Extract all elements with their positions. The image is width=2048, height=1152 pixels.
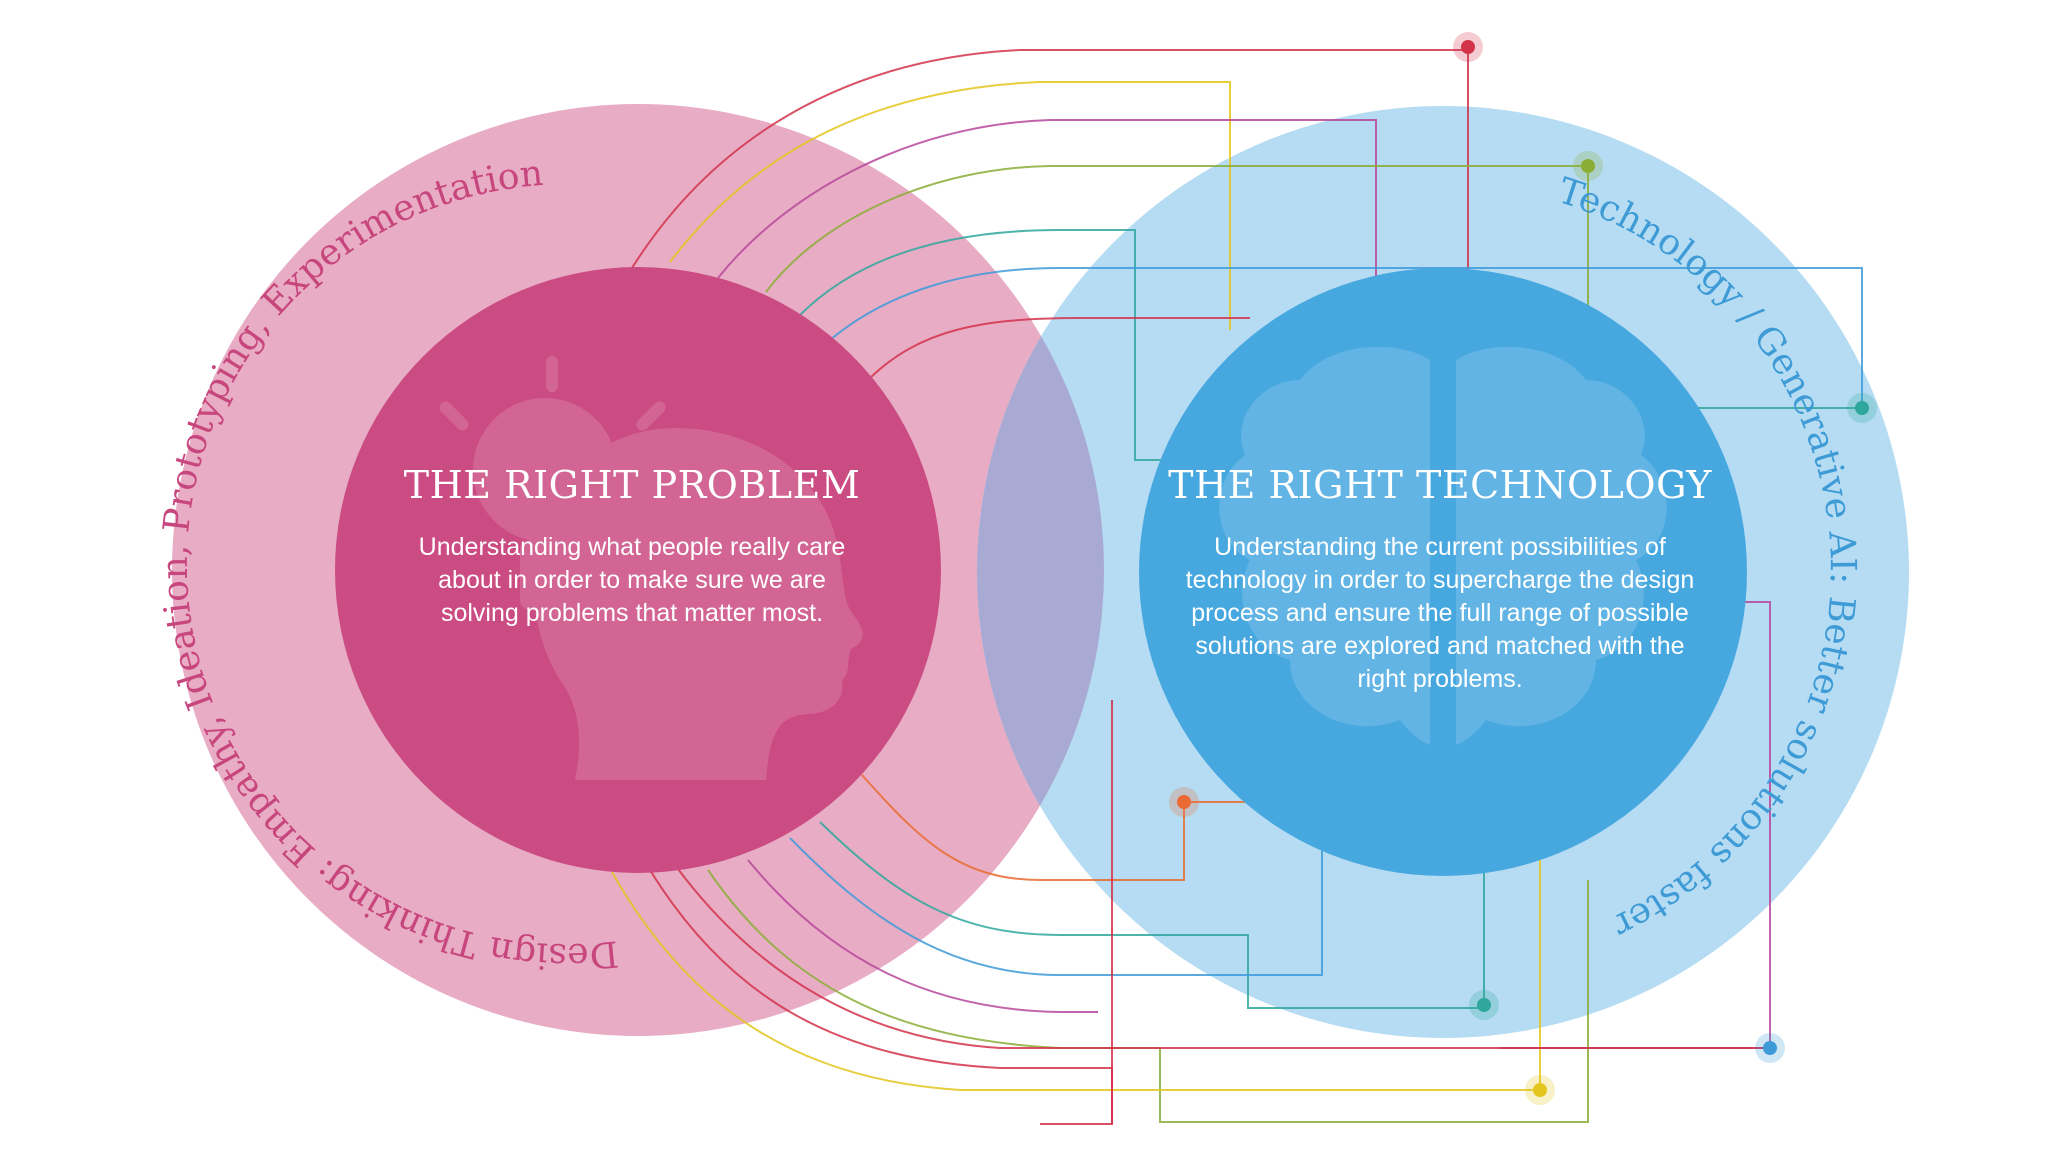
dot-teal-2: [1477, 998, 1491, 1012]
wire-blue: [829, 267, 1863, 408]
wire-yellow: [669, 81, 1231, 330]
wire-blue-2: [789, 837, 1323, 976]
left-inner-circle: [335, 267, 941, 873]
head-lightbulb-icon: [439, 356, 863, 780]
right-inner-circle: [1139, 268, 1747, 876]
wire-teal-3: [819, 821, 1485, 1009]
dot-blue: [1763, 1041, 1777, 1055]
wire-red: [631, 49, 1469, 270]
wire-vertical-red: [1040, 700, 1113, 1125]
right-heading: THE RIGHT TECHNOLOGY: [1168, 463, 1712, 507]
dot-yellow: [1533, 1083, 1547, 1097]
left-body-line-1: Understanding what people really care: [419, 533, 846, 561]
wire-red-3: [649, 869, 1113, 1124]
wire-red-4: [674, 864, 1776, 1049]
wire-orange: [861, 774, 1250, 881]
right-body-line-5: right problems.: [1357, 665, 1522, 693]
left-body-line-3: solving problems that matter most.: [441, 599, 823, 627]
wire-yellow-2: [611, 860, 1541, 1091]
connector-wires: [611, 49, 1863, 1125]
left-body-line-2: about in order to make sure we are: [438, 566, 826, 594]
right-body-line-4: solutions are explored and matched with …: [1195, 632, 1684, 660]
right-body-line-3: process and ensure the full range of pos…: [1191, 599, 1689, 627]
dot-green: [1581, 159, 1595, 173]
wire-purple-3: [747, 859, 1098, 1013]
dot-red: [1461, 40, 1475, 54]
left-heading: THE RIGHT PROBLEM: [404, 463, 860, 507]
dot-orange: [1177, 795, 1191, 809]
wire-purple: [717, 119, 1377, 285]
wire-green: [765, 165, 1589, 320]
brain-icon: [1219, 346, 1667, 745]
endpoint-dots: [1169, 32, 1877, 1105]
wire-teal: [799, 229, 1170, 461]
right-body-line-2: technology in order to supercharge the d…: [1186, 566, 1695, 594]
wire-red-2: [869, 317, 1250, 379]
dot-teal: [1855, 401, 1869, 415]
right-body-line-1: Understanding the current possibilities …: [1214, 533, 1666, 561]
